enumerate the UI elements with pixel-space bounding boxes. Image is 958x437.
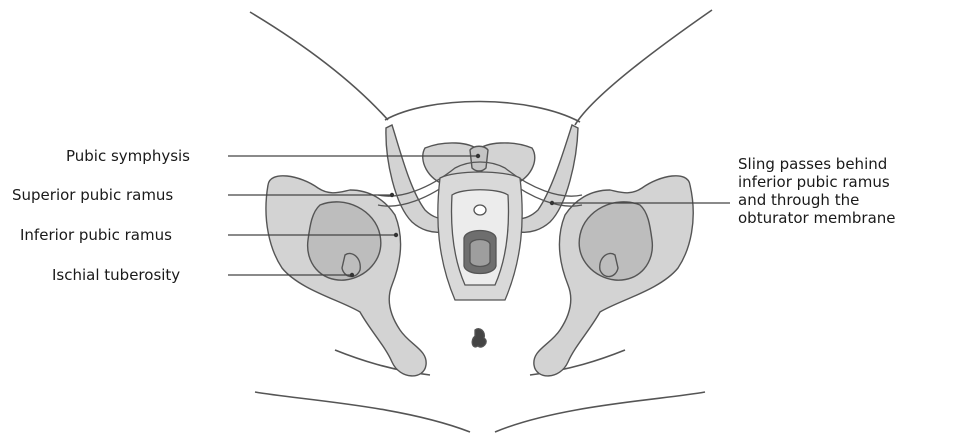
label-inferior-pubic-ramus: Inferior pubic ramus bbox=[20, 226, 172, 244]
label-superior-pubic-ramus: Superior pubic ramus bbox=[12, 186, 173, 204]
callout-line: Sling passes behind bbox=[738, 155, 896, 173]
callout-line: and through the bbox=[738, 191, 896, 209]
label-ischial-tuberosity: Ischial tuberosity bbox=[52, 266, 180, 284]
dot-inferior-pubic-ramus bbox=[394, 233, 398, 237]
dot-sling bbox=[550, 201, 554, 205]
dot-superior-pubic-ramus bbox=[390, 193, 394, 197]
perineum bbox=[438, 172, 522, 347]
dot-pubic-symphysis bbox=[476, 154, 480, 158]
callout-line: obturator membrane bbox=[738, 209, 896, 227]
dot-ischial-tuberosity bbox=[350, 273, 354, 277]
callout-line: inferior pubic ramus bbox=[738, 173, 896, 191]
label-pubic-symphysis: Pubic symphysis bbox=[66, 147, 190, 165]
sling-callout: Sling passes behind inferior pubic ramus… bbox=[738, 155, 896, 227]
